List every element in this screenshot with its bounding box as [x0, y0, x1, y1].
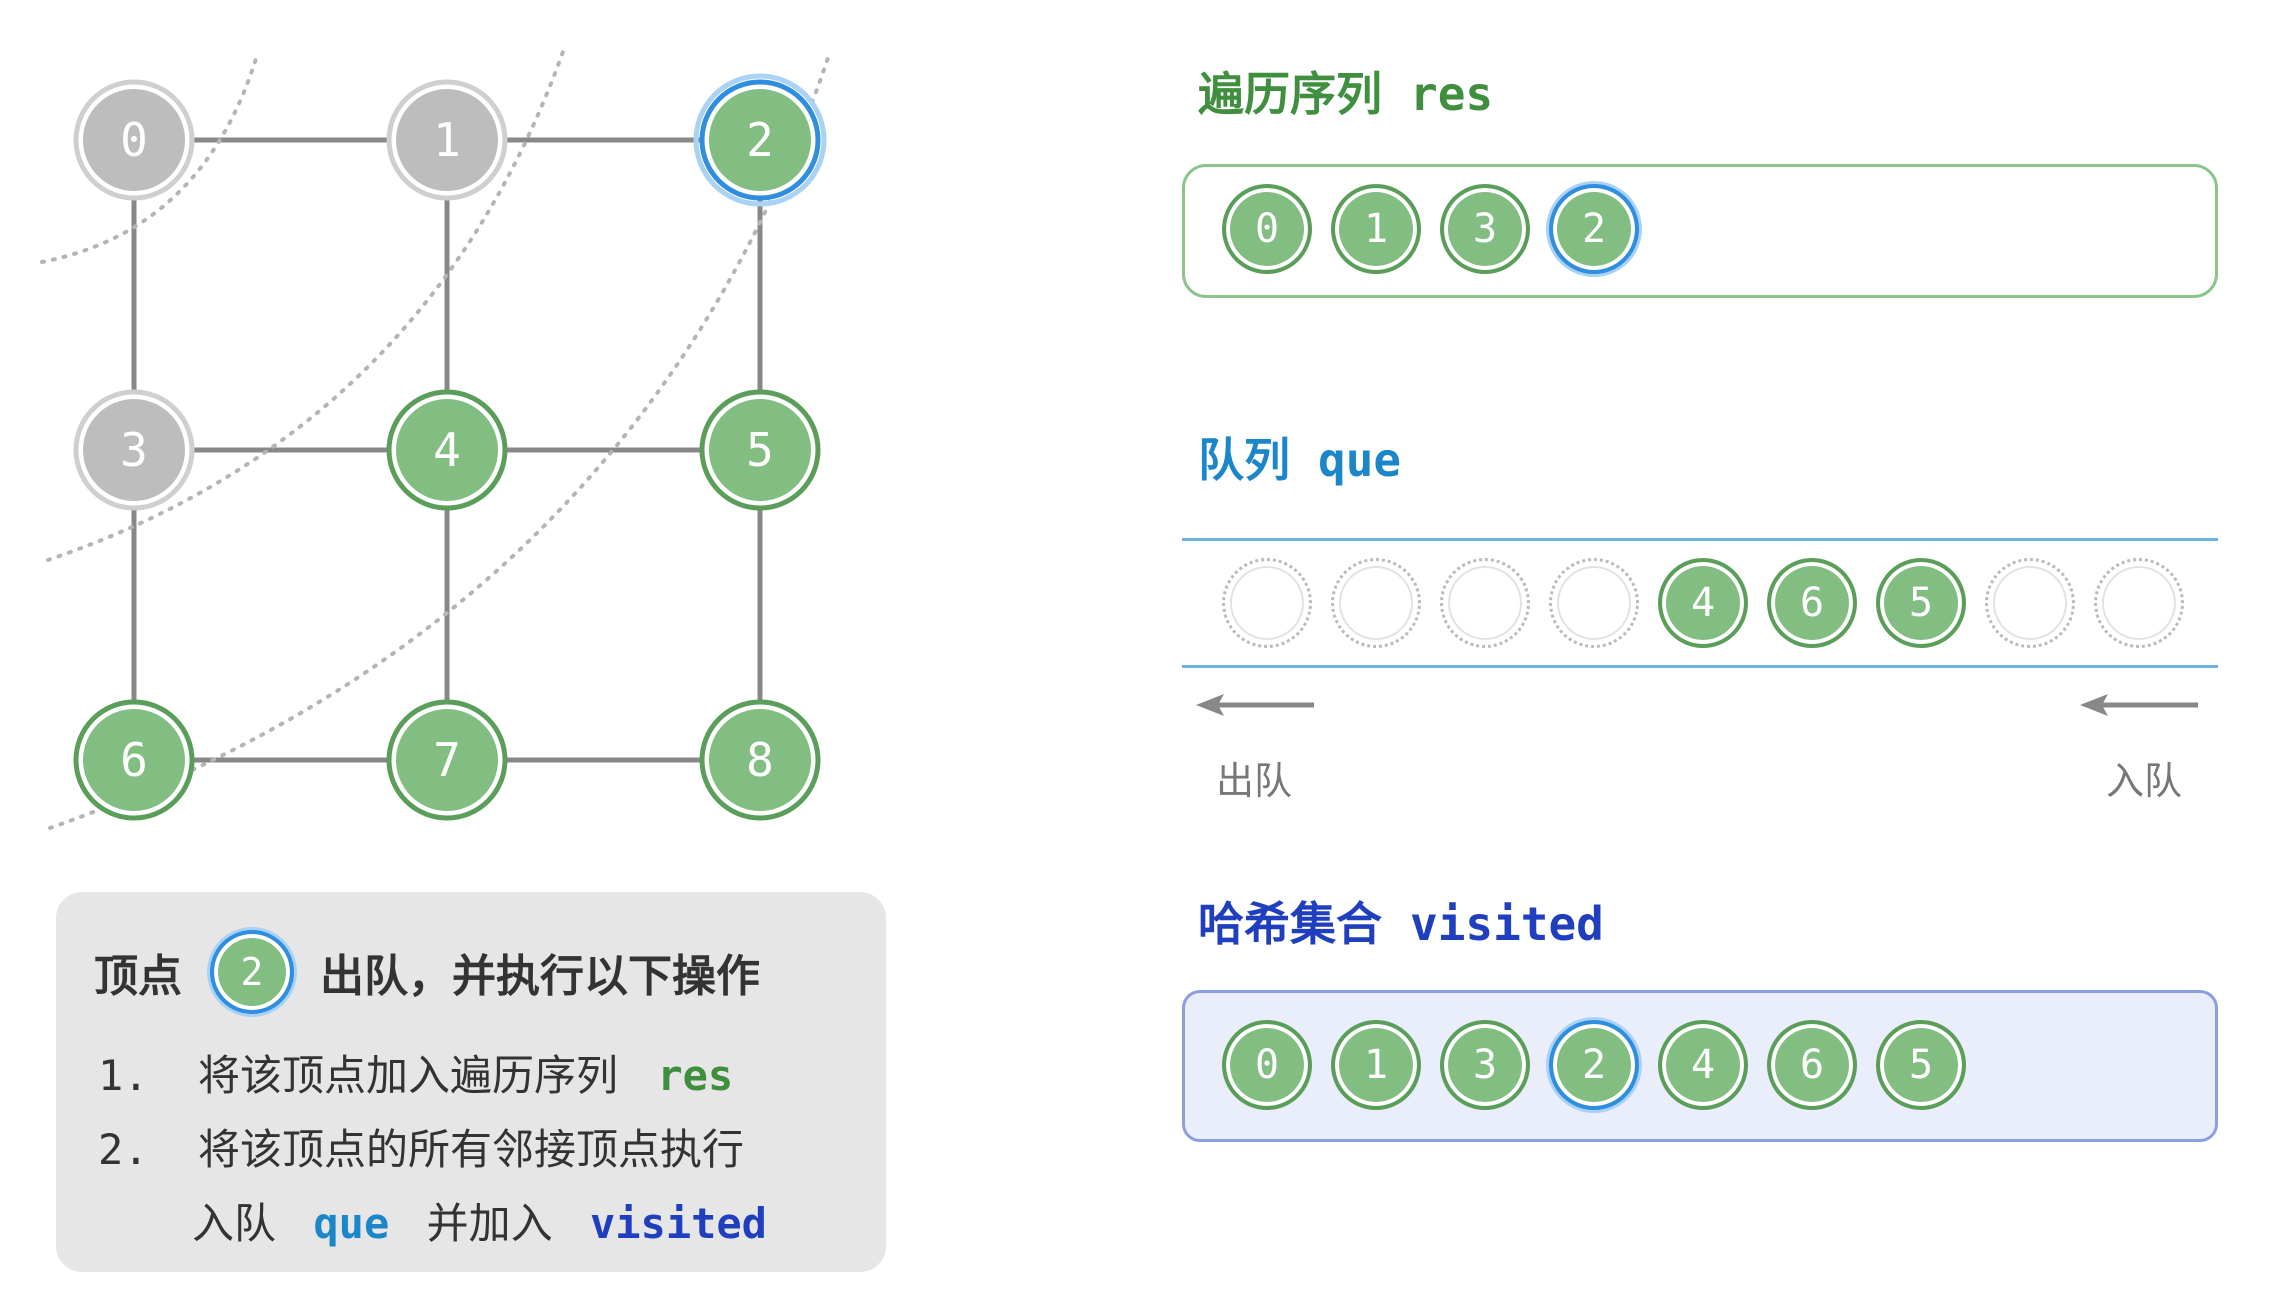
vertex-1: 1: [386, 79, 508, 201]
vertex-label-0: 0: [120, 113, 148, 167]
res-keyword: res: [1410, 67, 1494, 121]
wavefront-arc-3: [48, 50, 832, 830]
queue-title: 队列 que: [1198, 424, 1401, 490]
vertex-2: 2: [693, 73, 827, 207]
enqueue-arrow-icon: [2080, 694, 2198, 716]
vertex-label-3: 3: [120, 423, 148, 477]
visited-title-text: 哈希集合: [1198, 897, 1382, 951]
enqueue-label: 入队: [2106, 759, 2183, 803]
info-head-suffix: 出队，并执行以下操作: [320, 951, 760, 1002]
vertex-label-5: 5: [746, 423, 774, 477]
res-item-2: 2: [1549, 184, 1639, 274]
res-item-0: 0: [1222, 184, 1312, 274]
step-2-add-text: 并加入: [426, 1199, 553, 1248]
visited-item-2: 2: [1549, 1020, 1639, 1110]
vertex-4: 4: [386, 389, 508, 511]
queue-keyword: que: [1318, 433, 1402, 487]
info-step-2: 2. 将该顶点的所有邻接顶点执行: [98, 1116, 744, 1177]
info-head-prefix: 顶点: [94, 951, 182, 1002]
step-1-number: 1.: [98, 1051, 149, 1100]
vertex-label-6: 6: [120, 733, 148, 787]
res-item-1: 1: [1331, 184, 1421, 274]
bfs-wavefront-arcs: [40, 44, 832, 830]
step-info-panel: 顶点 2 出队，并执行以下操作 1. 将该顶点加入遍历序列 res 2. 将该顶…: [56, 892, 886, 1272]
queue-title-text: 队列: [1198, 433, 1290, 487]
info-step-1: 1. 将该顶点加入遍历序列 res: [98, 1042, 733, 1103]
vertex-6: 6: [73, 699, 195, 821]
queue-item-4: 4: [1658, 558, 1748, 648]
queue-empty-slot: [2094, 558, 2184, 648]
info-step-2-cont: 入队 que 并加入 visited: [192, 1190, 767, 1251]
vertex-5: 5: [699, 389, 821, 511]
queue-lane: [1182, 538, 2218, 668]
vertex-8: 8: [699, 699, 821, 821]
dequeue-label: 出队: [1216, 759, 1293, 803]
visited-item-1: 1: [1331, 1020, 1421, 1110]
visited-title: 哈希集合 visited: [1198, 888, 1604, 954]
queue-empty-slot: [1331, 558, 1421, 648]
info-heading: 顶点 2 出队，并执行以下操作: [94, 930, 760, 1014]
res-title: 遍历序列 res: [1198, 58, 1493, 124]
visited-item-5: 5: [1876, 1020, 1966, 1110]
vertex-0: 0: [73, 79, 195, 201]
grid-graph: 0 1 2 3 4 5 6 7 8: [40, 44, 832, 830]
queue-item-6: 6: [1767, 558, 1857, 648]
step-2-que-keyword: que: [313, 1199, 390, 1248]
res-sequence-box: [1182, 164, 2218, 298]
step-1-text: 将该顶点加入遍历序列: [197, 1051, 618, 1100]
vertex-3: 3: [73, 389, 195, 511]
queue-empty-slot: [1440, 558, 1530, 648]
vertex-label-7: 7: [433, 733, 461, 787]
queue-empty-slot: [1549, 558, 1639, 648]
res-item-3: 3: [1440, 184, 1530, 274]
info-current-vertex: 2: [210, 930, 294, 1014]
res-title-text: 遍历序列: [1198, 67, 1382, 121]
wavefront-arc-1: [40, 50, 260, 264]
visited-item-6: 6: [1767, 1020, 1857, 1110]
vertex-label-8: 8: [746, 733, 774, 787]
graph-nodes: 0 1 2 3 4 5 6 7 8: [73, 73, 827, 821]
visited-item-3: 3: [1440, 1020, 1530, 1110]
visited-item-0: 0: [1222, 1020, 1312, 1110]
step-2-text: 将该顶点的所有邻接顶点执行: [197, 1125, 744, 1174]
queue-item-5: 5: [1876, 558, 1966, 648]
step-2-number: 2.: [98, 1125, 149, 1174]
dequeue-arrow-icon: [1196, 694, 1314, 716]
step-2-visited-keyword: visited: [589, 1199, 767, 1248]
vertex-label-1: 1: [433, 113, 461, 167]
queue-empty-slot: [1985, 558, 2075, 648]
queue-empty-slot: [1222, 558, 1312, 648]
vertex-label-2: 2: [746, 113, 774, 167]
vertex-7: 7: [386, 699, 508, 821]
step-1-keyword: res: [657, 1051, 734, 1100]
visited-item-4: 4: [1658, 1020, 1748, 1110]
visited-keyword: visited: [1410, 897, 1604, 951]
vertex-label-4: 4: [433, 423, 461, 477]
wavefront-arc-2: [46, 44, 567, 562]
step-2-enqueue-text: 入队: [192, 1199, 277, 1248]
